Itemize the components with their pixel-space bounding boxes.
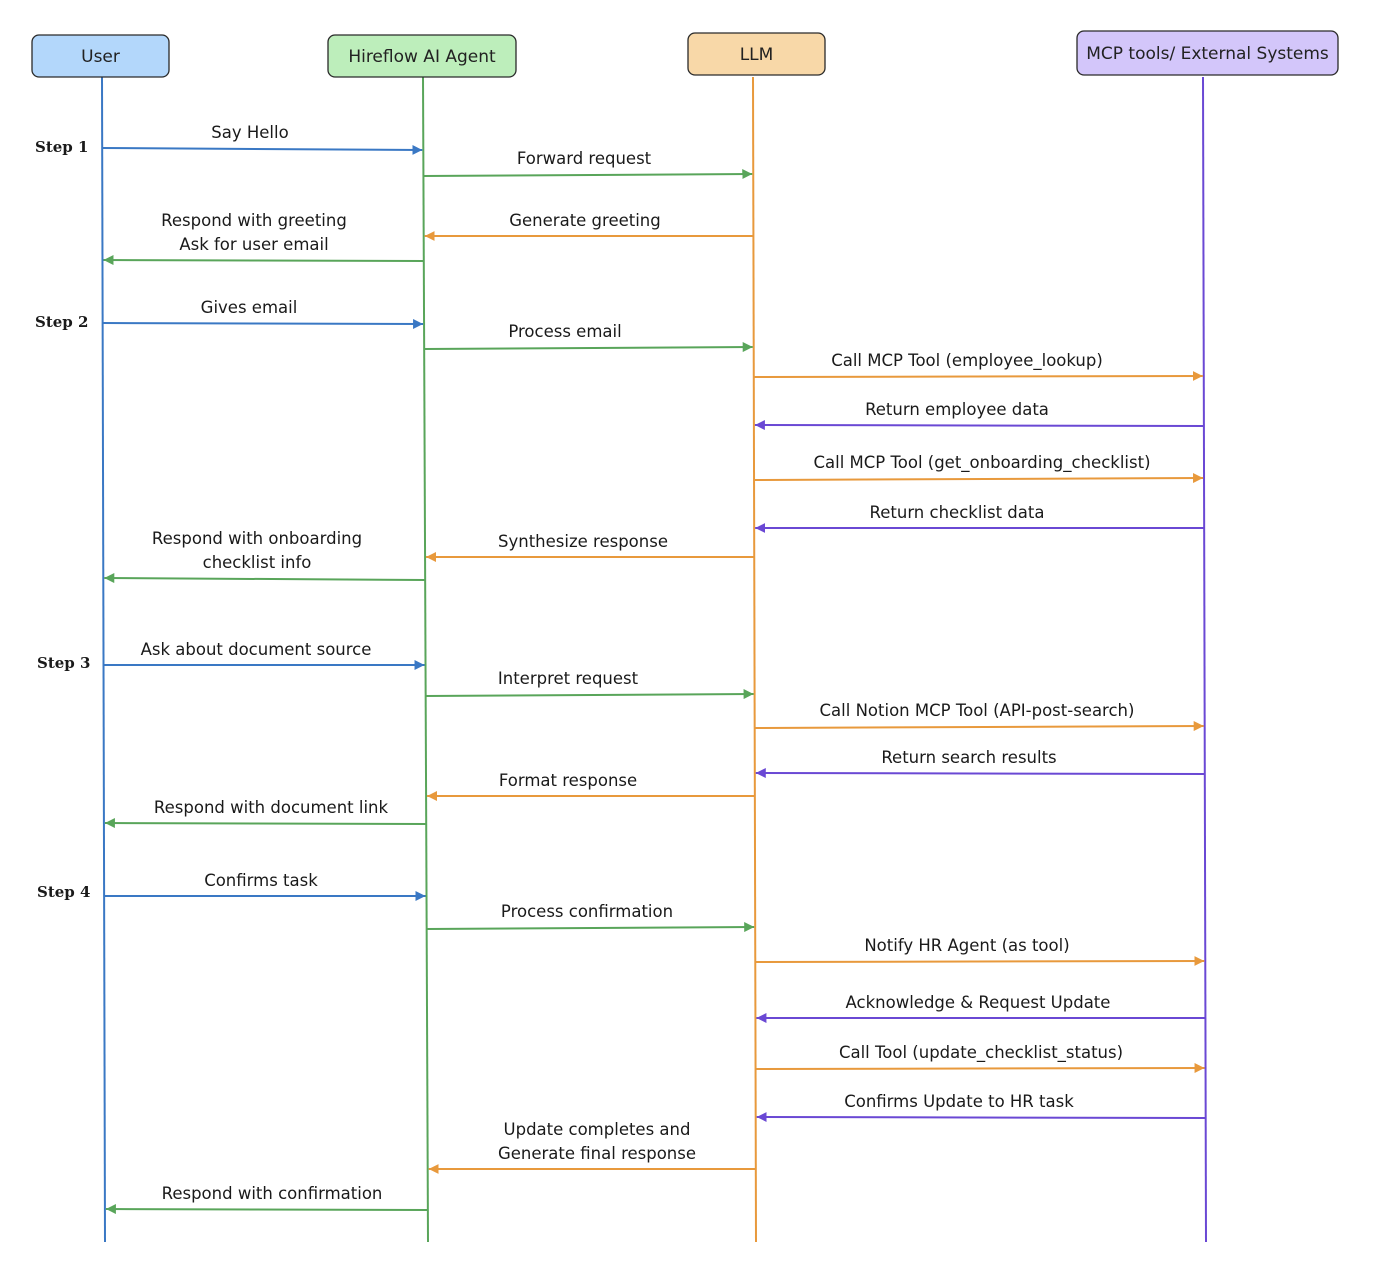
message-agent-to-llm: Process confirmation [426,902,755,933]
lifeline-llm [752,76,757,1243]
message-llm-to-agent: Format response [427,771,755,801]
message-agent-to-llm: Interpret request [425,669,754,700]
message-arrow [104,818,427,829]
message-label: Respond with onboarding [152,529,362,548]
message-label: Ask for user email [179,235,328,254]
message-arrow [104,573,426,584]
message-mcp-to-llm: Return employee data [754,400,1204,431]
message-label: Generate greeting [509,211,661,230]
lifeline-mcp [1202,76,1207,1243]
lifeline-agent [422,76,429,1243]
message-label: checklist info [203,553,312,572]
step-label: Step 1 [35,138,88,156]
message-label: Confirms Update to HR task [844,1092,1074,1111]
message-label: Update completes and [504,1120,691,1139]
message-label: Respond with greeting [161,211,347,230]
message-label: Process email [508,322,621,341]
message-label: Notify HR Agent (as tool) [864,936,1069,955]
message-arrow [755,1063,1205,1074]
message-mcp-to-llm: Confirms Update to HR task [756,1092,1206,1123]
step-labels: Step 1 Step 2 Step 3 Step 4 [35,138,90,901]
message-arrow [754,473,1204,484]
message-label: Format response [499,771,637,790]
message-arrow [102,318,424,329]
message-user-to-agent: Confirms task [104,871,426,901]
message-label: Say Hello [211,123,288,142]
message-arrow [423,169,753,180]
message-arrow [754,721,1204,732]
message-mcp-to-llm: Return search results [755,748,1205,779]
message-arrow [102,144,423,155]
message-arrow [425,689,754,700]
actor-box-llm: LLM [687,32,826,76]
actor-box-mcp: MCP tools/ External Systems [1076,30,1339,76]
actor-box-user: User [31,34,170,78]
message-llm-to-mcp: Call Tool (update_checklist_status) [755,1043,1205,1074]
actor-box-agent: Hireflow AI Agent [327,34,517,78]
message-agent-to-user: Respond with confirmation [105,1184,428,1215]
step-label: Step 3 [37,654,90,672]
message-arrow [756,1112,1206,1123]
actor-label: LLM [740,45,774,65]
message-label: Return employee data [865,400,1049,419]
actor-box-shape [31,34,170,78]
message-llm-to-mcp: Notify HR Agent (as tool) [755,936,1205,967]
lifelines [101,76,1207,1243]
actor-label: MCP tools/ External Systems [1086,44,1329,64]
message-mcp-to-llm: Return checklist data [755,503,1205,533]
message-label: Call MCP Tool (employee_lookup) [831,351,1103,371]
message-label: Respond with confirmation [162,1184,383,1203]
message-label: Call MCP Tool (get_onboarding_checklist) [813,453,1150,473]
step-label: Step 2 [35,313,88,331]
message-arrow [426,922,755,933]
message-user-to-agent: Say Hello [102,123,423,155]
message-label: Acknowledge & Request Update [846,993,1111,1012]
message-label: Return search results [881,748,1056,767]
actor-boxes: User Hireflow AI Agent LLM MCP tools/ Exter… [31,30,1339,78]
message-arrow [424,342,753,353]
lifeline-user [101,76,106,1243]
message-label: Call Notion MCP Tool (API-post-search) [820,701,1135,720]
message-llm-to-agent: Synthesize response [426,532,755,562]
message-arrow [105,1204,428,1215]
message-label: Interpret request [498,669,639,688]
message-label: Forward request [517,149,652,168]
message-user-to-agent: Gives email [102,298,424,329]
message-label: Confirms task [204,871,318,890]
actor-box-shape [327,34,517,78]
actor-box-shape [1076,30,1339,76]
message-label: Return checklist data [870,503,1045,522]
message-agent-to-user: Respond with document link [104,798,427,829]
message-label: Gives email [201,298,298,317]
message-label: Respond with document link [154,798,389,817]
message-llm-to-mcp: Call MCP Tool (get_onboarding_checklist) [754,453,1204,484]
actor-label: User [81,47,120,67]
message-mcp-to-llm: Acknowledge & Request Update [756,993,1206,1023]
message-label: Generate final response [498,1144,696,1163]
message-arrow [755,768,1205,779]
message-agent-to-user: Respond with onboarding checklist info [104,529,426,584]
message-llm-to-mcp: Call MCP Tool (employee_lookup) [753,351,1203,382]
message-llm-to-mcp: Call Notion MCP Tool (API-post-search) [754,701,1204,732]
message-agent-to-llm: Process email [424,322,753,353]
actor-label: Hireflow AI Agent [348,47,496,67]
message-arrow [753,371,1203,382]
message-label: Synthesize response [498,532,668,551]
step-label: Step 4 [37,883,90,901]
message-agent-to-llm: Forward request [423,149,753,180]
message-label: Process confirmation [501,902,673,921]
message-arrow [755,956,1205,967]
message-llm-to-agent: Generate greeting [424,211,754,241]
message-arrow [103,255,424,266]
message-user-to-agent: Ask about document source [103,640,425,670]
message-label: Ask about document source [141,640,372,659]
actor-box-shape [687,32,826,76]
message-label: Call Tool (update_checklist_status) [839,1043,1123,1063]
message-arrow [754,420,1204,431]
